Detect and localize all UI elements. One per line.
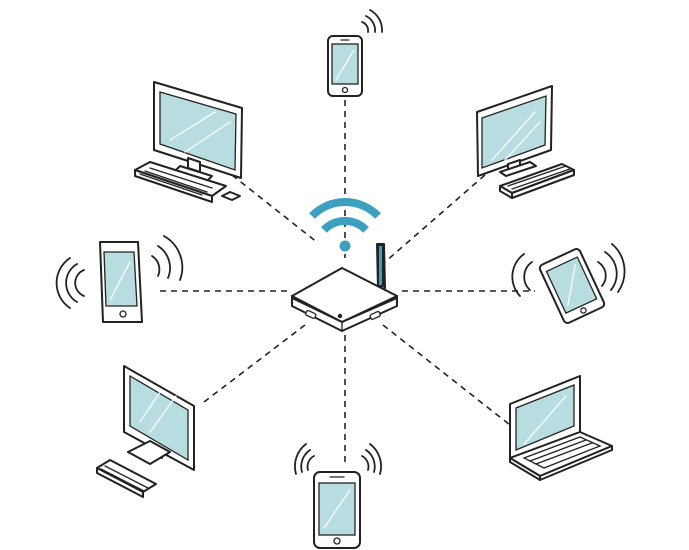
signal-waves-icon bbox=[361, 9, 383, 33]
connections bbox=[160, 100, 535, 465]
signal-waves-icon bbox=[55, 235, 184, 309]
tablet-icon-right[interactable] bbox=[511, 243, 626, 324]
smartphone-icon-bottom[interactable] bbox=[294, 443, 382, 549]
link-bottom-right bbox=[382, 324, 511, 426]
monitor-icon-top-left[interactable] bbox=[134, 81, 243, 203]
wifi-signal-icon bbox=[309, 198, 381, 252]
laptop-icon-bottom-right[interactable] bbox=[509, 375, 613, 481]
tablet-icon-left[interactable] bbox=[55, 235, 184, 323]
signal-waves-icon bbox=[511, 243, 626, 297]
monitor-icon-bottom-left[interactable] bbox=[96, 365, 195, 498]
router-icon bbox=[291, 243, 398, 332]
link-bottom-left bbox=[199, 324, 306, 406]
monitor-icon-top-right[interactable] bbox=[476, 85, 575, 199]
smartphone-icon-top[interactable] bbox=[327, 9, 383, 97]
link-top-left bbox=[231, 174, 319, 244]
link-top-right bbox=[384, 174, 486, 263]
signal-waves-icon bbox=[294, 443, 382, 475]
